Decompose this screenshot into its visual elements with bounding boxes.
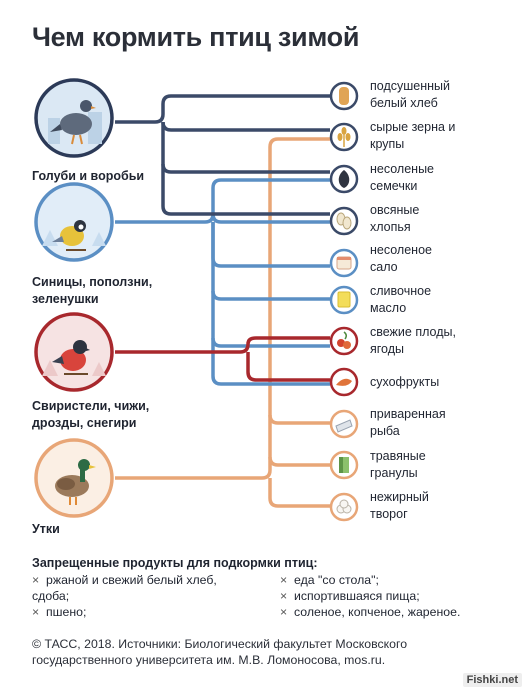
cross-icon: ×	[32, 605, 40, 619]
bird-bullfinch-circle	[34, 312, 114, 392]
forbidden-item: × еда "со стола";	[280, 572, 379, 588]
food-label-oats: овсяные хлопья	[370, 203, 420, 234]
food-label-fish: приваренная рыба	[370, 407, 446, 438]
food-butter	[329, 285, 359, 315]
food-label-bread: подсушенный белый хлеб	[370, 79, 450, 110]
bird-duck-circle	[34, 438, 114, 518]
duck-icon	[55, 459, 96, 505]
food-berries	[329, 326, 359, 356]
food-label-dried-fruit: сухофрукты	[370, 375, 440, 389]
forbidden-title: Запрещенные продукты для подкормки птиц:	[32, 556, 318, 570]
bullfinch-icon	[52, 340, 90, 375]
food-label-cottage-cheese: нежирный творог	[370, 490, 429, 521]
food-fish	[329, 409, 359, 439]
cross-icon: ×	[280, 605, 288, 619]
food-bread	[329, 81, 359, 111]
forbidden-item-text: испортившаяся пища;	[294, 589, 420, 603]
food-label-butter: сливочное масло	[370, 284, 432, 315]
watermark: Fishki.net	[462, 673, 522, 687]
bird-tit-circle	[34, 182, 114, 262]
forbidden-item-text: пшено;	[46, 605, 87, 619]
food-dried-fruit	[329, 367, 359, 397]
cross-icon: ×	[280, 573, 288, 587]
food-lard	[329, 248, 359, 278]
page-title: Чем кормить птиц зимой	[32, 22, 360, 52]
forbidden-item-text: соленое, копченое, жареное.	[294, 605, 461, 619]
forbidden-item: ×ржаной и свежий белый хлеб, сдоба;	[32, 572, 232, 604]
bird-label-tits: Синицы, поползни, зеленушки	[32, 275, 153, 306]
lard-icon	[336, 256, 352, 270]
forbidden-item-text: ржаной и свежий белый хлеб, сдоба;	[32, 573, 217, 603]
berries-icon	[337, 331, 351, 349]
food-label-berries: свежие плоды, ягоды	[370, 325, 456, 356]
bird-label-ducks: Утки	[32, 522, 60, 536]
seed-icon	[338, 170, 350, 188]
bird-label-bullfinches: Свиристели, чижи, дрозды, снегири	[32, 399, 150, 430]
pigeon-icon	[50, 100, 96, 145]
food-label-grass-pellets: травяные гранулы	[370, 449, 426, 480]
bird-pigeon-circle	[34, 78, 114, 158]
food-label-grain: сырые зерна и крупы	[370, 120, 456, 151]
pigeon-connections	[115, 94, 330, 216]
fish-icon	[335, 419, 353, 433]
cross-icon: ×	[32, 573, 40, 587]
food-seeds	[329, 164, 359, 194]
forbidden-item: × пшено;	[32, 604, 86, 620]
source-footer: © ТАСС, 2018. Источники: Биологический ф…	[32, 637, 408, 667]
wheat-icon	[337, 127, 351, 147]
bread-icon	[339, 87, 349, 105]
food-label-lard: несоленое сало	[370, 243, 432, 274]
forbidden-item: × испортившаяся пища;	[280, 588, 420, 604]
butter-icon	[337, 291, 351, 308]
tit-icon	[52, 220, 86, 251]
oat-flakes-icon	[336, 212, 352, 230]
food-label-seeds: несоленые семечки	[370, 162, 435, 193]
food-grain	[329, 122, 359, 152]
bullfinch-connections	[115, 336, 330, 382]
grass-pellets-icon	[339, 457, 349, 473]
cottage-cheese-icon	[336, 499, 352, 514]
cross-icon: ×	[280, 589, 288, 603]
forbidden-item: × соленое, копченое, жареное.	[280, 604, 460, 620]
food-grass-pellets	[329, 450, 359, 480]
duck-connections	[115, 137, 330, 508]
dried-fruit-icon	[336, 378, 352, 386]
bird-label-pigeons: Голуби и воробьи	[32, 169, 145, 183]
food-cottage-cheese	[329, 492, 359, 522]
food-oats	[329, 206, 359, 236]
forbidden-item-text: еда "со стола";	[294, 573, 379, 587]
